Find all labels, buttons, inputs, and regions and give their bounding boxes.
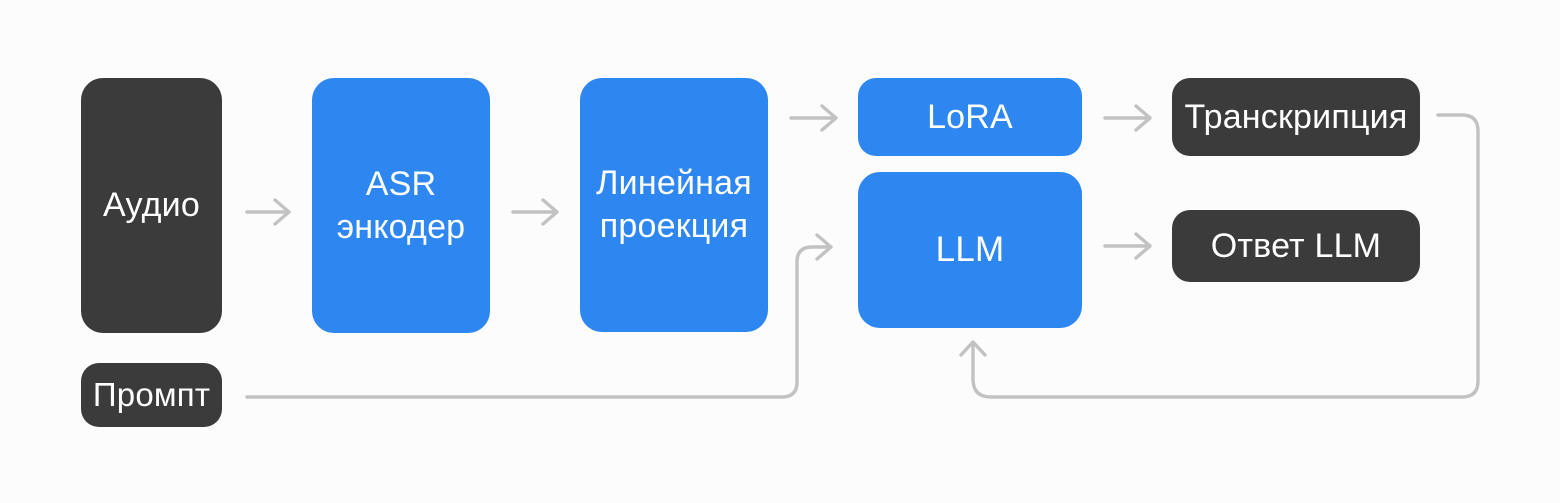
edge-prompt-to-llm (245, 233, 833, 399)
node-asr-encoder-label: ASR энкодер (336, 164, 466, 246)
node-transcription: Транскрипция (1172, 78, 1420, 156)
node-llm-answer: Ответ LLM (1172, 210, 1420, 282)
node-llm-answer-label: Ответ LLM (1210, 226, 1382, 265)
edge-linear-projection-to-lora (789, 104, 838, 132)
edge-llm-to-llm-answer (1103, 232, 1152, 260)
node-linear-projection-label: Линейная проекция (596, 164, 752, 245)
node-prompt: Промпт (81, 363, 222, 427)
edge-lora-to-transcription (1103, 104, 1152, 132)
node-llm: LLM (858, 172, 1082, 328)
node-lora-label: LoRA (927, 97, 1013, 136)
node-audio: Аудио (81, 78, 222, 333)
node-linear-projection: Линейная проекция (580, 78, 768, 332)
node-transcription-label: Транскрипция (1184, 97, 1408, 136)
edge-asr-encoder-to-linear-projection (511, 198, 559, 226)
node-llm-label: LLM (935, 229, 1005, 269)
edge-transcription-to-llm-feedback (959, 113, 1480, 399)
node-audio-label: Аудио (103, 186, 200, 225)
edge-audio-to-asr-encoder (245, 198, 291, 226)
node-lora: LoRA (858, 78, 1082, 156)
node-prompt-label: Промпт (92, 376, 211, 414)
node-asr-encoder: ASR энкодер (312, 78, 490, 333)
